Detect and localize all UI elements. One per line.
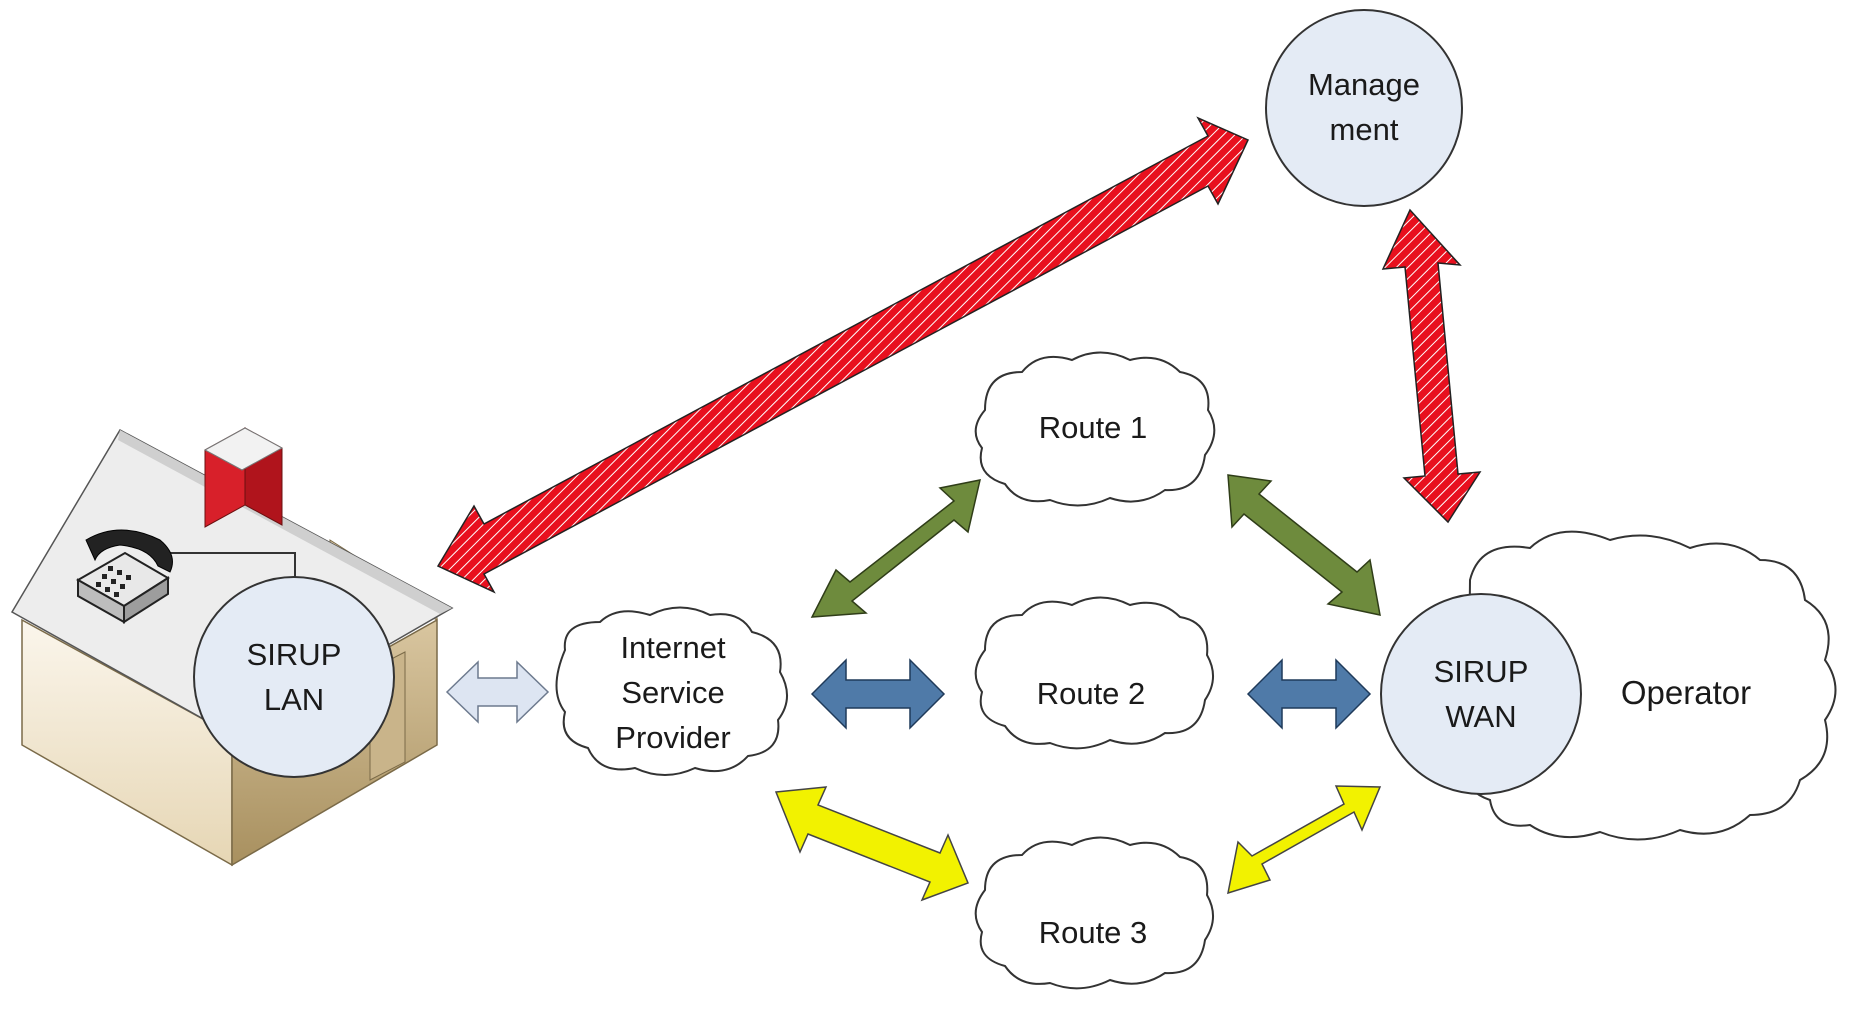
operator-label: Operator [1621, 674, 1751, 711]
isp-cloud: Internet Service Provider [555, 606, 788, 776]
isp-route2-arrow [810, 658, 946, 730]
lan-isp-arrow [445, 660, 550, 724]
sirup-lan-label-line1: SIRUP [247, 637, 342, 672]
sirup-wan-label-line2: WAN [1445, 699, 1516, 734]
route3-wan-arrow [1227, 785, 1382, 895]
isp-label-line3: Provider [615, 720, 730, 755]
route3-label: Route 3 [1039, 915, 1148, 950]
sirup-lan-node: SIRUP LAN [193, 576, 395, 778]
management-label-line1: Manage [1308, 67, 1420, 102]
isp-label-line1: Internet [620, 630, 726, 665]
chimney [203, 427, 284, 528]
management-label-line2: ment [1330, 112, 1399, 147]
isp-route3-arrow [774, 786, 969, 902]
lan-management-arrow [436, 116, 1250, 594]
route2-cloud: Route 2 [974, 596, 1214, 750]
route1-wan-arrow [1227, 474, 1381, 616]
route2-label: Route 2 [1037, 676, 1146, 711]
isp-route1-arrow [810, 479, 981, 618]
isp-label-line2: Service [621, 675, 724, 710]
operator-cloud: Operator [1465, 530, 1837, 841]
route3-cloud: Route 3 [974, 836, 1214, 990]
route2-wan-arrow [1246, 658, 1372, 730]
sirup-wan-label-line1: SIRUP [1434, 654, 1529, 689]
sirup-lan-label-line2: LAN [264, 682, 324, 717]
management-wan-arrow [1381, 208, 1482, 524]
route1-label: Route 1 [1039, 410, 1148, 445]
management-node: Manage ment [1265, 9, 1463, 207]
sirup-wan-node: SIRUP WAN [1380, 593, 1582, 795]
route1-cloud: Route 1 [974, 351, 1216, 507]
